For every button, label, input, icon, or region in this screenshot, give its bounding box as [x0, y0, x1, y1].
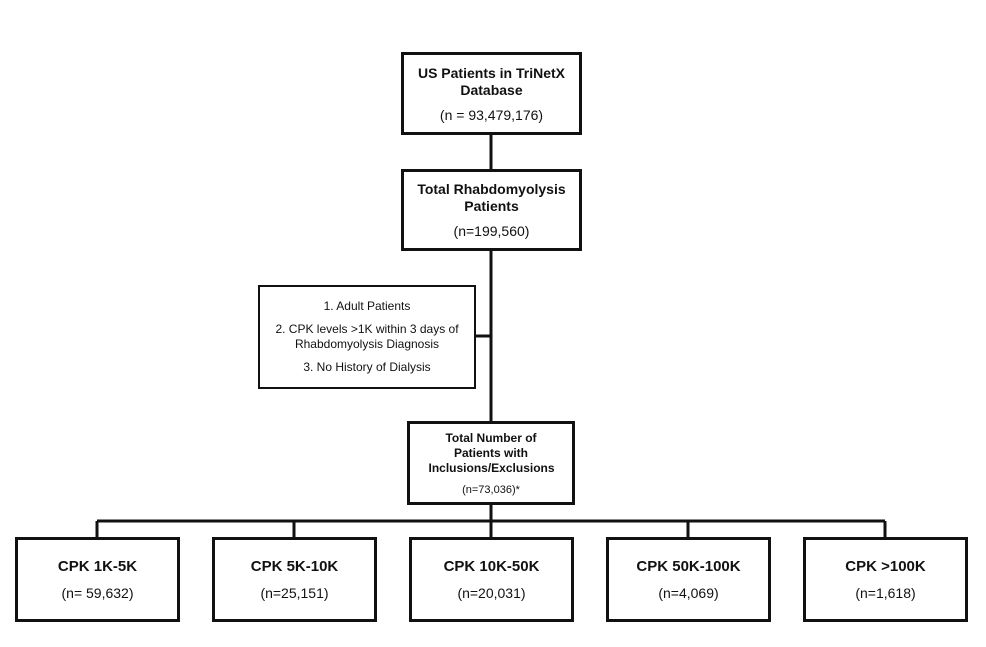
- group-box-2: CPK 5K-10K (n=25,151): [212, 537, 377, 622]
- criteria-item-2: 2. CPK levels >1K within 3 days of Rhabd…: [275, 322, 459, 351]
- group-title: CPK 1K-5K: [57, 558, 138, 575]
- box-final-count: (n=73,036)*: [462, 483, 520, 496]
- box-criteria: 1. Adult Patients 2. CPK levels >1K with…: [258, 285, 476, 389]
- box-rhabdo-title: Total Rhabdomyolysis Patients: [417, 181, 566, 214]
- group-count: (n= 59,632): [61, 585, 134, 601]
- criteria-item-3: 3. No History of Dialysis: [303, 360, 431, 374]
- group-title: CPK >100K: [845, 558, 926, 575]
- box-rhabdo: Total Rhabdomyolysis Patients (n=199,560…: [401, 169, 582, 251]
- group-box-1: CPK 1K-5K (n= 59,632): [15, 537, 180, 622]
- box-source-count: (n = 93,479,176): [439, 106, 544, 123]
- group-box-4: CPK 50K-100K (n=4,069): [606, 537, 771, 622]
- box-source-title: US Patients in TriNetX Database: [417, 64, 566, 98]
- group-count: (n=1,618): [855, 585, 916, 601]
- group-title: CPK 50K-100K: [636, 558, 741, 575]
- box-source: US Patients in TriNetX Database (n = 93,…: [401, 52, 582, 135]
- group-count: (n=25,151): [260, 585, 329, 601]
- group-title: CPK 10K-50K: [443, 558, 540, 575]
- criteria-item-1: 1. Adult Patients: [323, 299, 411, 313]
- group-count: (n=4,069): [658, 585, 719, 601]
- box-final-title: Total Number of Patients with Inclusions…: [428, 430, 555, 475]
- group-box-3: CPK 10K-50K (n=20,031): [409, 537, 574, 622]
- group-box-5: CPK >100K (n=1,618): [803, 537, 968, 622]
- box-final: Total Number of Patients with Inclusions…: [407, 421, 575, 505]
- box-rhabdo-count: (n=199,560): [453, 223, 530, 239]
- group-count: (n=20,031): [457, 585, 526, 601]
- group-title: CPK 5K-10K: [250, 558, 339, 575]
